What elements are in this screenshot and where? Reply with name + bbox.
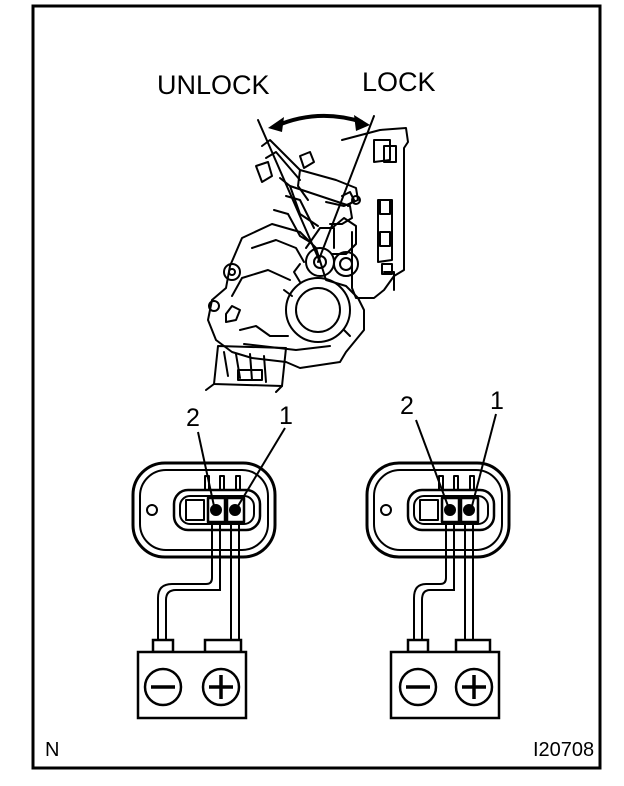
- left-battery: [136, 638, 248, 720]
- right-pin-2-label: 2: [400, 392, 414, 420]
- left-pin-2-label: 2: [186, 404, 200, 432]
- swing-arrow: [268, 113, 370, 132]
- corner-mark: N: [45, 739, 59, 761]
- left-wiring: [157, 522, 240, 640]
- right-battery: [389, 638, 501, 720]
- minus-in-circle-icon: [143, 667, 183, 707]
- minus-in-circle-icon: [398, 667, 438, 707]
- right-pin-1-label: 1: [490, 387, 504, 415]
- left-pin-1-label: 1: [279, 402, 293, 430]
- plus-in-circle-icon: [201, 667, 241, 707]
- right-connector: [365, 461, 511, 559]
- lock-label: LOCK: [362, 67, 436, 97]
- left-pin-leaders: [197, 427, 286, 507]
- left-connector: [131, 461, 277, 559]
- plus-in-circle-icon: [454, 667, 494, 707]
- right-wiring: [413, 522, 474, 640]
- figure-id: I20708: [533, 739, 594, 761]
- door-lock-assembly: [205, 115, 409, 393]
- right-pin-leaders: [415, 413, 497, 507]
- figure-frame: [31, 4, 602, 770]
- unlock-label: UNLOCK: [157, 70, 270, 100]
